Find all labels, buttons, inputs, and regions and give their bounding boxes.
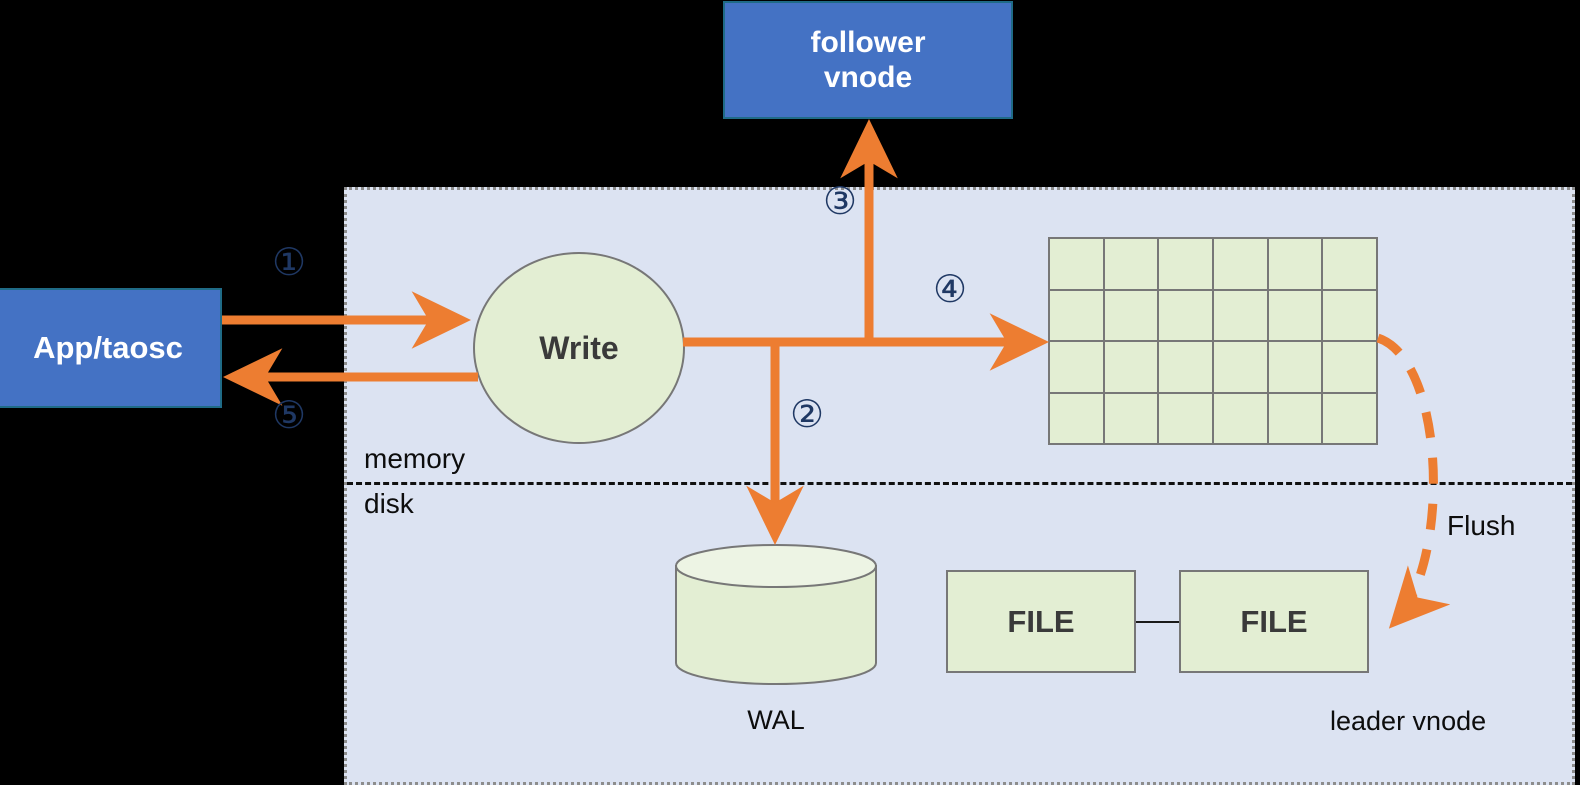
follower-vnode-node[interactable]: follower vnode — [723, 1, 1013, 119]
follower-vnode-label-line1: follower — [810, 25, 926, 59]
disk-tier-label: disk — [364, 488, 414, 519]
memtable-cell — [1214, 239, 1267, 289]
step-marker-1: ① — [272, 240, 307, 284]
memtable-cell — [1050, 342, 1103, 392]
memtable-cell — [1214, 342, 1267, 392]
step-marker-2: ② — [790, 392, 825, 436]
file-node-2[interactable]: FILE — [1179, 570, 1369, 673]
step-marker-4: ④ — [933, 267, 968, 311]
memtable-cell — [1214, 393, 1267, 443]
memtable-cell — [1214, 290, 1267, 340]
memtable-cell — [1104, 393, 1158, 443]
memtable-cell — [1268, 342, 1322, 392]
memtable-cell — [1104, 342, 1158, 392]
wal-label: WAL — [747, 705, 805, 735]
memtable-cell — [1050, 290, 1103, 340]
wal-cylinder — [675, 544, 877, 685]
follower-vnode-label-line2: vnode — [823, 61, 913, 94]
memtable-cell — [1323, 342, 1376, 392]
app-taosc-node[interactable]: App/taosc — [0, 288, 222, 408]
file-node-2-label: FILE — [1240, 603, 1308, 639]
memtable-cell — [1323, 393, 1376, 443]
memtable-grid — [1048, 237, 1378, 445]
write-node[interactable]: Write — [473, 252, 685, 444]
memory-disk-divider — [347, 482, 1572, 485]
memtable-cell — [1159, 290, 1212, 340]
file-connector-line — [1136, 621, 1181, 623]
memtable-cell — [1104, 239, 1158, 289]
memtable-cell — [1159, 342, 1212, 392]
memtable-cell — [1050, 393, 1103, 443]
app-taosc-label: App/taosc — [33, 329, 183, 365]
memtable-cell — [1104, 290, 1158, 340]
memtable-cell — [1268, 290, 1322, 340]
memtable-cell — [1050, 239, 1103, 289]
memtable-cell — [1323, 239, 1376, 289]
write-node-label: Write — [539, 329, 619, 366]
step-marker-3: ③ — [823, 179, 858, 223]
memtable-cell — [1268, 239, 1322, 289]
file-node-1[interactable]: FILE — [946, 570, 1136, 673]
memtable-cell — [1323, 290, 1376, 340]
memory-tier-label: memory — [364, 443, 466, 474]
follower-vnode-label: follower vnode — [810, 25, 925, 96]
memtable-cell — [1159, 393, 1212, 443]
memtable-cell — [1268, 393, 1322, 443]
step-marker-5: ⑤ — [272, 393, 307, 437]
file-node-1-label: FILE — [1007, 603, 1075, 639]
flush-edge-label: Flush — [1447, 510, 1516, 541]
memtable-cell — [1159, 239, 1212, 289]
leader-vnode-label: leader vnode — [1330, 706, 1487, 736]
